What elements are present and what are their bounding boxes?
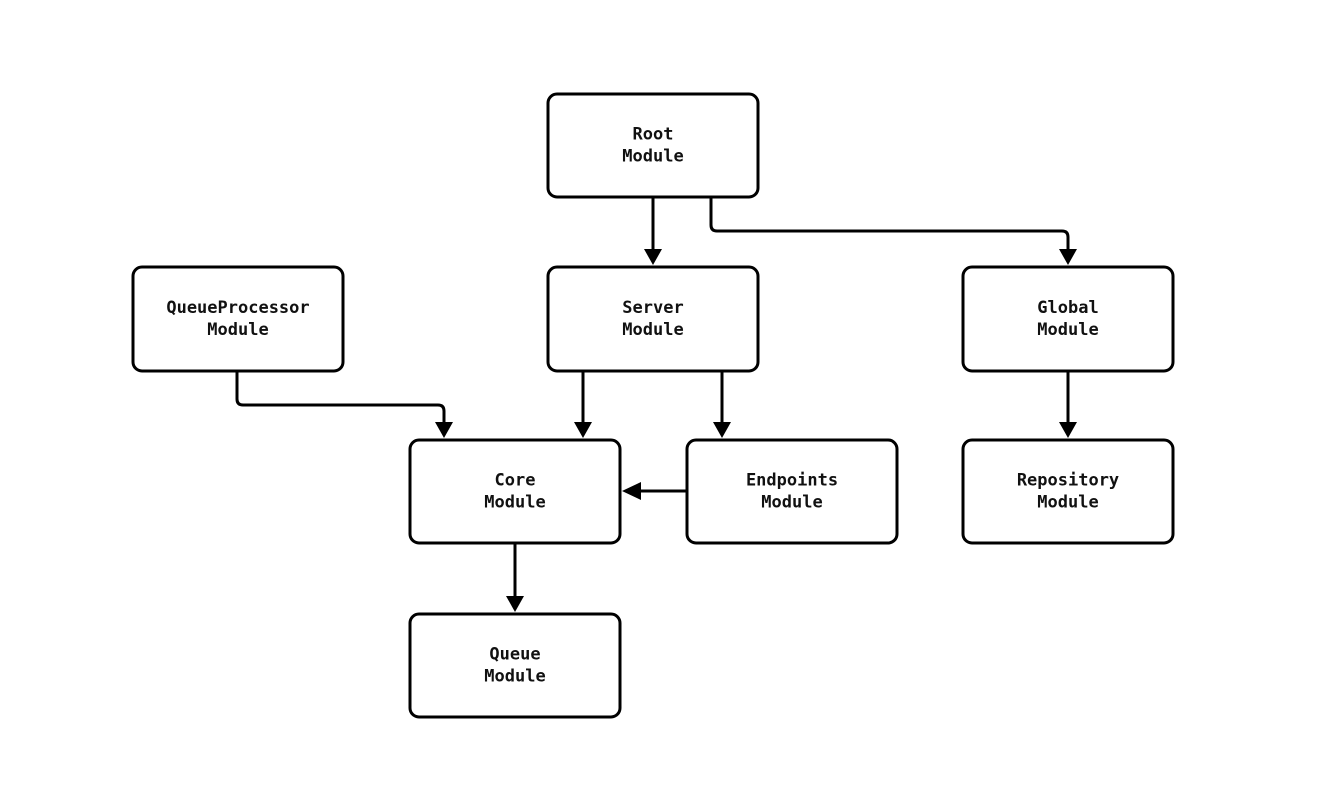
arrowhead-icon <box>1059 249 1077 265</box>
node-label-line2: Module <box>484 493 545 513</box>
node-box[interactable] <box>131 265 345 373</box>
node-endpoints-module[interactable]: Endpoints Module <box>685 438 899 545</box>
node-server-module[interactable]: Server Module <box>546 265 760 373</box>
edge-root-to-server <box>644 197 662 265</box>
edge-global-to-repository <box>1059 371 1077 438</box>
node-label-line1: QueueProcessor <box>166 298 309 318</box>
node-box[interactable] <box>546 265 760 373</box>
node-queueprocessor-module[interactable]: QueueProcessor Module <box>131 265 345 373</box>
arrowhead-icon <box>622 482 641 500</box>
arrowhead-icon <box>574 422 592 438</box>
node-core-module[interactable]: Core Module <box>408 438 622 545</box>
node-label-line2: Module <box>484 667 545 687</box>
node-label-line2: Module <box>1037 320 1098 340</box>
edge-core-to-queue <box>506 543 524 612</box>
node-box[interactable] <box>408 438 622 545</box>
node-label-line2: Module <box>622 320 683 340</box>
node-label-line1: Global <box>1037 298 1098 318</box>
edge-server-to-core <box>574 371 592 438</box>
edge-line <box>709 197 1070 251</box>
edge-line <box>235 371 446 424</box>
arrowhead-icon <box>713 422 731 438</box>
node-layer: Root Module QueueProcessor Module Server… <box>131 92 1175 719</box>
node-label-line2: Module <box>622 147 683 167</box>
edge-server-to-endpoints <box>713 371 731 438</box>
node-label-line2: Module <box>1037 493 1098 513</box>
node-box[interactable] <box>961 265 1175 373</box>
node-root-module[interactable]: Root Module <box>546 92 760 199</box>
node-box[interactable] <box>961 438 1175 545</box>
node-label-line1: Root <box>633 125 674 145</box>
node-repository-module[interactable]: Repository Module <box>961 438 1175 545</box>
arrowhead-icon <box>644 249 662 265</box>
edge-endpoints-to-core <box>622 482 687 500</box>
node-label-line1: Endpoints <box>746 471 838 491</box>
node-label-line1: Server <box>622 298 683 318</box>
arrowhead-icon <box>435 422 453 438</box>
arrowhead-icon <box>1059 422 1077 438</box>
edge-layer <box>235 197 1077 612</box>
node-label-line1: Repository <box>1017 471 1119 491</box>
edge-root-to-global <box>709 197 1077 265</box>
node-label-line2: Module <box>207 320 268 340</box>
node-label-line2: Module <box>761 493 822 513</box>
node-box[interactable] <box>685 438 899 545</box>
node-box[interactable] <box>546 92 760 199</box>
node-label-line1: Core <box>495 471 536 491</box>
node-queue-module[interactable]: Queue Module <box>408 612 622 719</box>
node-global-module[interactable]: Global Module <box>961 265 1175 373</box>
node-label-line1: Queue <box>489 645 540 665</box>
edge-queueprocessor-to-core <box>235 371 453 438</box>
node-box[interactable] <box>408 612 622 719</box>
arrowhead-icon <box>506 596 524 612</box>
